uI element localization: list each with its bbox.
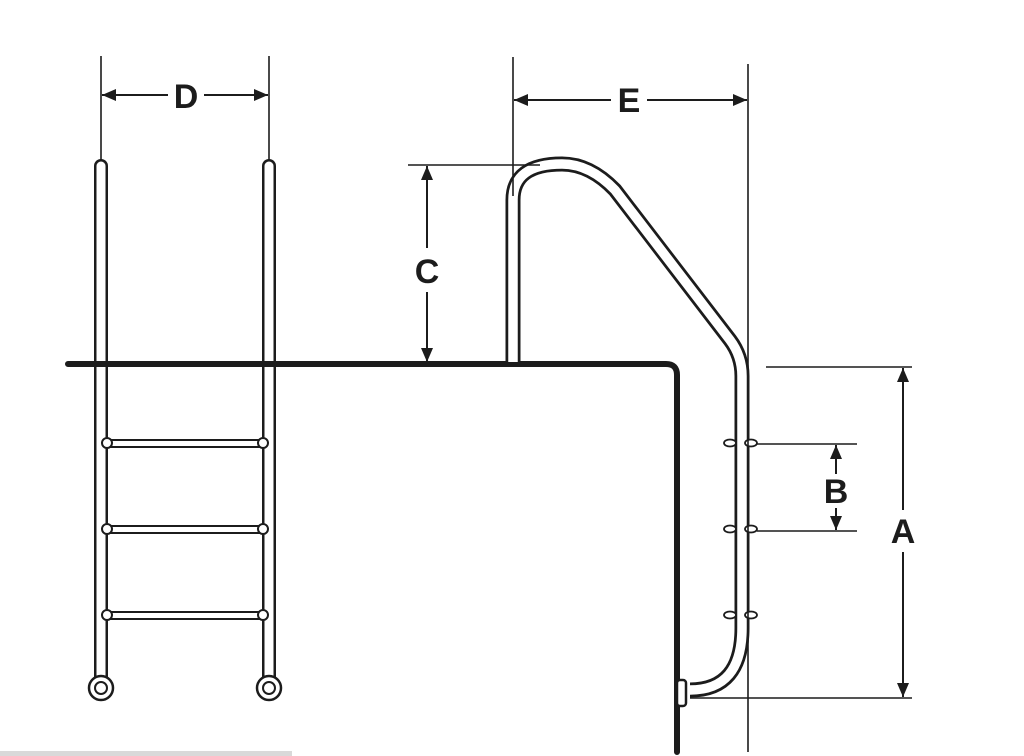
dimension-a: A	[690, 366, 916, 699]
side-view-handrail	[505, 156, 750, 708]
dimension-d: D	[100, 56, 270, 160]
label-b: B	[824, 473, 849, 511]
label-c: C	[415, 253, 440, 291]
dimension-e: E	[512, 57, 749, 752]
dimension-b: B	[757, 443, 857, 532]
ladder-rung-2	[101, 523, 269, 535]
right-rail	[255, 159, 283, 702]
ladder-rung-3	[101, 609, 269, 621]
pool-deck-edge	[65, 361, 680, 755]
label-d: D	[174, 78, 199, 116]
label-e: E	[618, 82, 641, 120]
dimension-c: C	[408, 164, 540, 362]
bottom-scroll-strip	[0, 751, 292, 756]
front-view-ladder	[87, 159, 283, 702]
wall-flange	[675, 678, 688, 708]
ladder-rung-1	[101, 437, 269, 449]
label-a: A	[891, 513, 916, 551]
left-rail	[87, 159, 115, 702]
